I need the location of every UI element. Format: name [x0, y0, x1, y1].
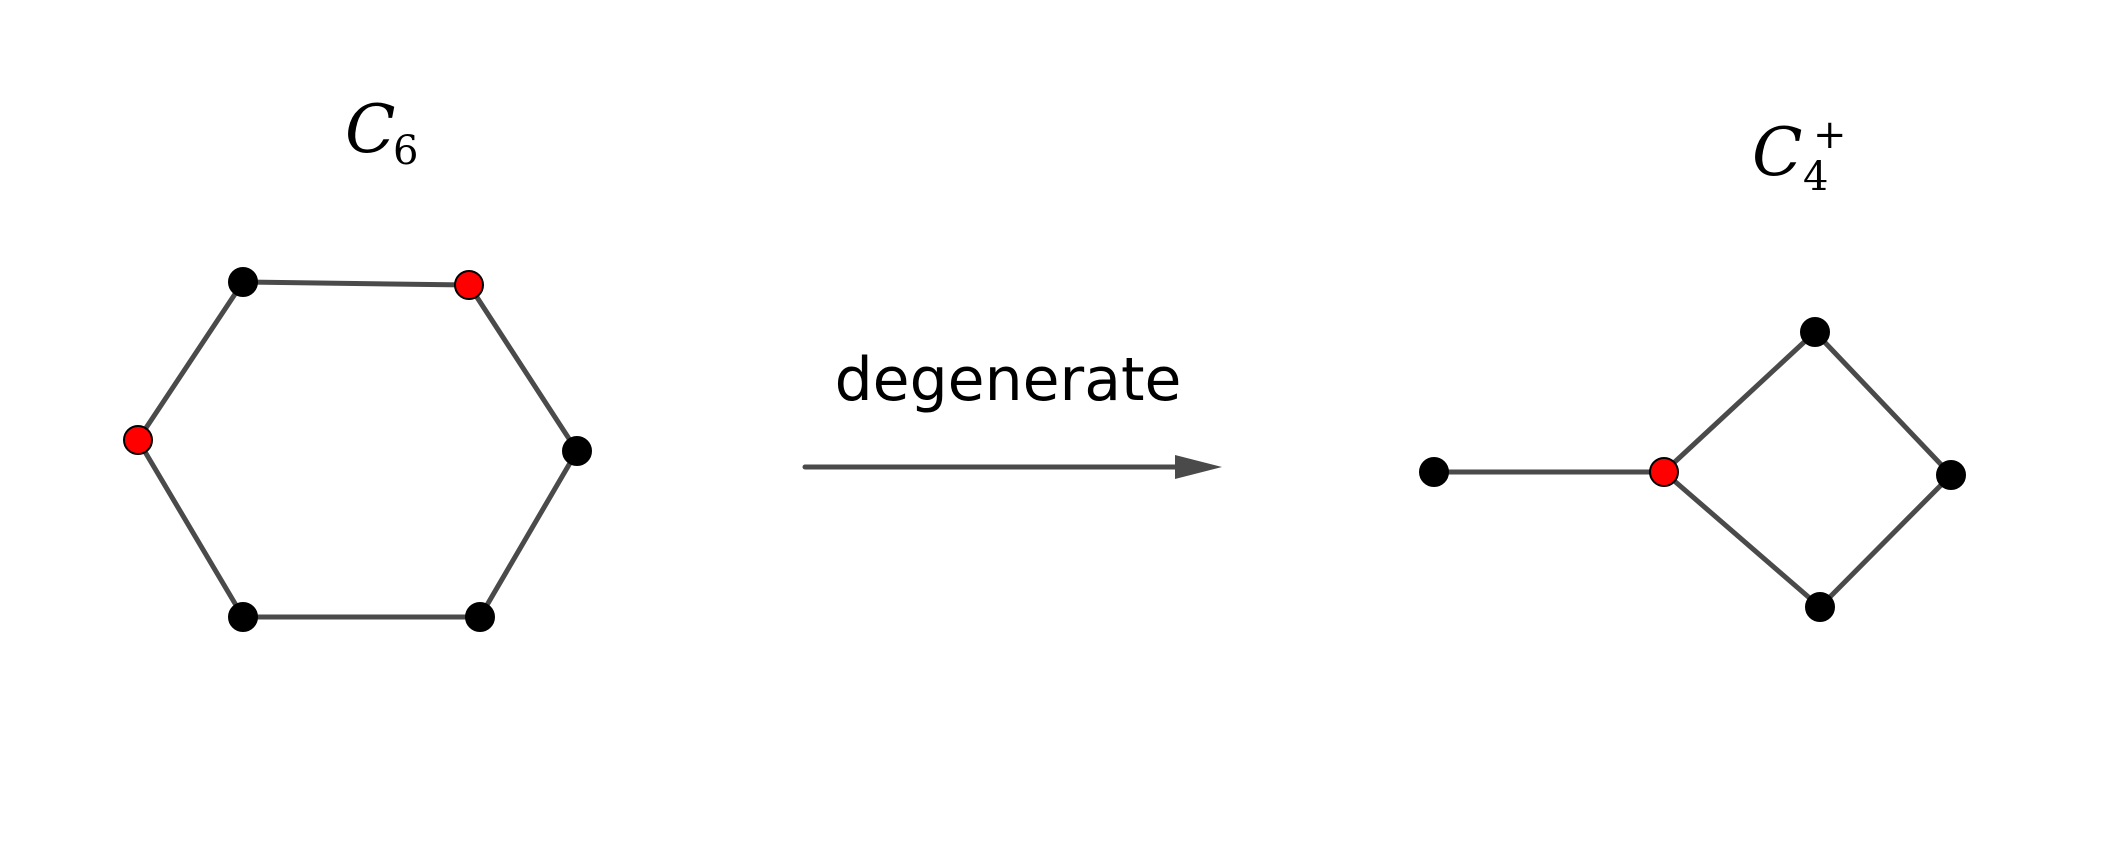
right-graph-edge-s-t — [1817, 472, 1954, 610]
left-graph-vertex-b-red — [454, 270, 484, 300]
left-graph-vertex-f-red — [123, 425, 153, 455]
right-graph-edge-q-r — [1661, 329, 1818, 475]
right-graph-edge-t-q — [1661, 469, 1823, 610]
left-graph-vertex-d-black — [465, 602, 495, 632]
left-graph-edge-b-c — [466, 282, 580, 454]
left-graph-edge-e-f — [135, 437, 246, 620]
right-graph-vertices — [1419, 317, 1966, 622]
degenerate-arrow: degenerate — [802, 345, 1222, 479]
left-graph-label-main: C — [345, 91, 396, 168]
left-graph-vertices — [123, 267, 592, 632]
right-graph-label-superscript: + — [1813, 112, 1847, 158]
left-graph-vertex-a-black — [228, 267, 258, 297]
right-graph-vertex-t-black — [1805, 592, 1835, 622]
right-graph-vertex-r-black — [1800, 317, 1830, 347]
arrow-head — [1175, 455, 1222, 479]
right-graph-vertex-q-red — [1649, 457, 1679, 487]
left-graph-edge-a-b — [240, 279, 472, 288]
left-graph-edge-f-a — [135, 279, 246, 443]
right-graph-vertex-p-black — [1419, 457, 1449, 487]
right-graph-vertex-s-black — [1936, 460, 1966, 490]
left-graph-edge-c-d — [477, 448, 580, 620]
right-graph-label: C 4 + — [1752, 112, 1847, 200]
left-graph-vertex-e-black — [228, 602, 258, 632]
left-graph-vertex-c-black — [562, 436, 592, 466]
left-graph-label: C 6 — [345, 91, 418, 174]
left-graph-label-subscript: 6 — [393, 128, 418, 174]
left-graph-edges — [135, 279, 580, 620]
right-graph-label-main: C — [1752, 114, 1803, 191]
arrow-label: degenerate — [835, 345, 1182, 415]
right-graph-edge-r-s — [1812, 329, 1954, 478]
right-graph-label-subscript: 4 — [1803, 154, 1828, 200]
right-graph-edges — [1431, 329, 1954, 610]
